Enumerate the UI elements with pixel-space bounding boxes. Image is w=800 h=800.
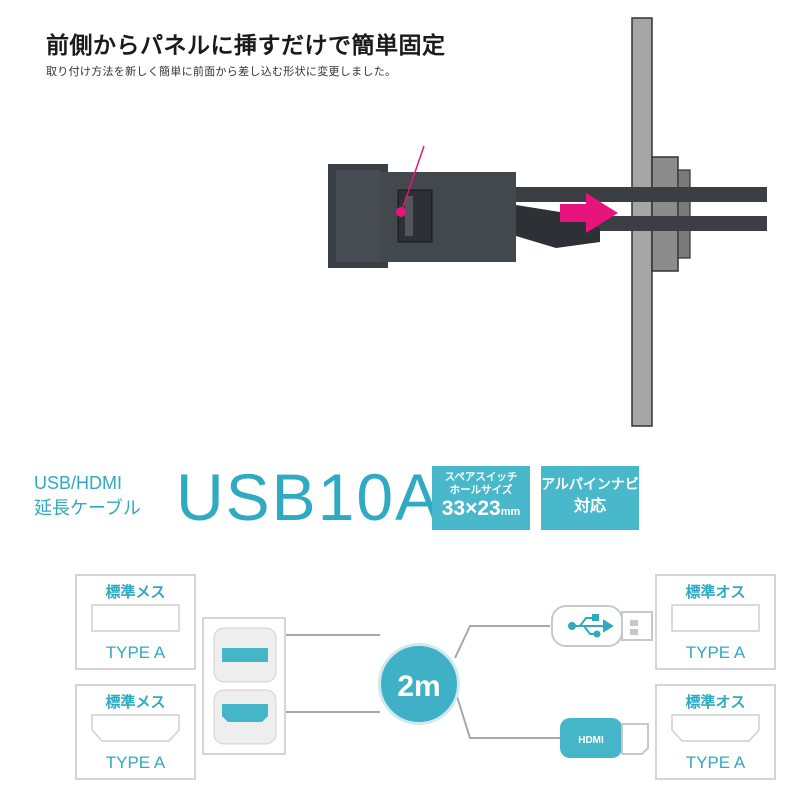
hole-badge-line2: ホールサイズ <box>449 484 513 496</box>
latch-spring <box>405 196 413 236</box>
hdmi-outline-icon <box>671 714 760 742</box>
hole-badge-unit: mm <box>500 506 521 518</box>
usb-symbol-icon <box>568 614 614 638</box>
hdmi-port <box>222 704 268 722</box>
panel-flange-inner <box>677 169 691 259</box>
pointer-dot <box>396 207 406 217</box>
hdmi-plug-tip <box>621 723 649 755</box>
connector-claw <box>516 205 600 248</box>
female-usb-box: 標準メス TYPE A <box>75 574 196 670</box>
usb-plug-hole1 <box>630 620 638 626</box>
compat-badge-line2: 対応 <box>573 496 606 515</box>
compat-badge: アルパインナビ 対応 <box>541 466 639 530</box>
female-hdmi-title: 標準メス <box>105 693 166 711</box>
male-usb-title: 標準オス <box>685 583 746 601</box>
cable-length-badge: 2m <box>378 643 460 725</box>
product-type: USB/HDMI 延長ケーブル <box>34 471 141 521</box>
panel-flange <box>651 156 679 272</box>
compat-badge-line1: アルパインナビ <box>541 477 639 493</box>
product-type-line2: 延長ケーブル <box>34 498 141 518</box>
female-hdmi-type: TYPE A <box>105 753 166 772</box>
hdmi-plug-body <box>560 718 622 758</box>
male-usb-type: TYPE A <box>685 643 746 662</box>
cable-upper <box>505 187 767 202</box>
insert-arrow <box>560 193 618 233</box>
usb-a-outline-icon <box>671 604 760 632</box>
male-hdmi-title: 標準オス <box>685 693 746 711</box>
male-usb-box: 標準オス TYPE A <box>655 574 776 670</box>
usb-a-outline-icon <box>91 604 180 632</box>
usb-plug-hole2 <box>630 629 638 635</box>
male-hdmi-box: 標準オス TYPE A <box>655 684 776 780</box>
hdmi-outline-icon <box>91 714 180 742</box>
female-hdmi-box: 標準メス TYPE A <box>75 684 196 780</box>
hole-size-badge: スペアスイッチ ホールサイズ 33×23mm <box>432 466 530 530</box>
hdmi-plug-text: HDMI <box>578 735 604 746</box>
usb-port <box>222 648 268 662</box>
headline: 前側からパネルに挿すだけで簡単固定 <box>46 33 446 59</box>
cable-diagram: HDMI <box>202 605 653 758</box>
hole-badge-size: 33×23mm <box>441 497 521 520</box>
pointer-line <box>401 145 425 211</box>
connector-face <box>336 170 380 262</box>
wire-hdmi-male <box>454 689 560 739</box>
female-usb-type: TYPE A <box>105 643 166 662</box>
product-type-line1: USB/HDMI <box>34 473 123 493</box>
hole-badge-line1: スペアスイッチ <box>444 471 518 483</box>
male-hdmi-type: TYPE A <box>685 753 746 772</box>
female-usb-title: 標準メス <box>105 583 166 601</box>
wire-usb-male <box>454 625 550 659</box>
installation-illustration <box>328 17 767 427</box>
model-number: USB10A <box>176 460 442 534</box>
subline: 取り付け方法を新しく簡単に前面から差し込む形状に変更しました。 <box>46 65 397 78</box>
